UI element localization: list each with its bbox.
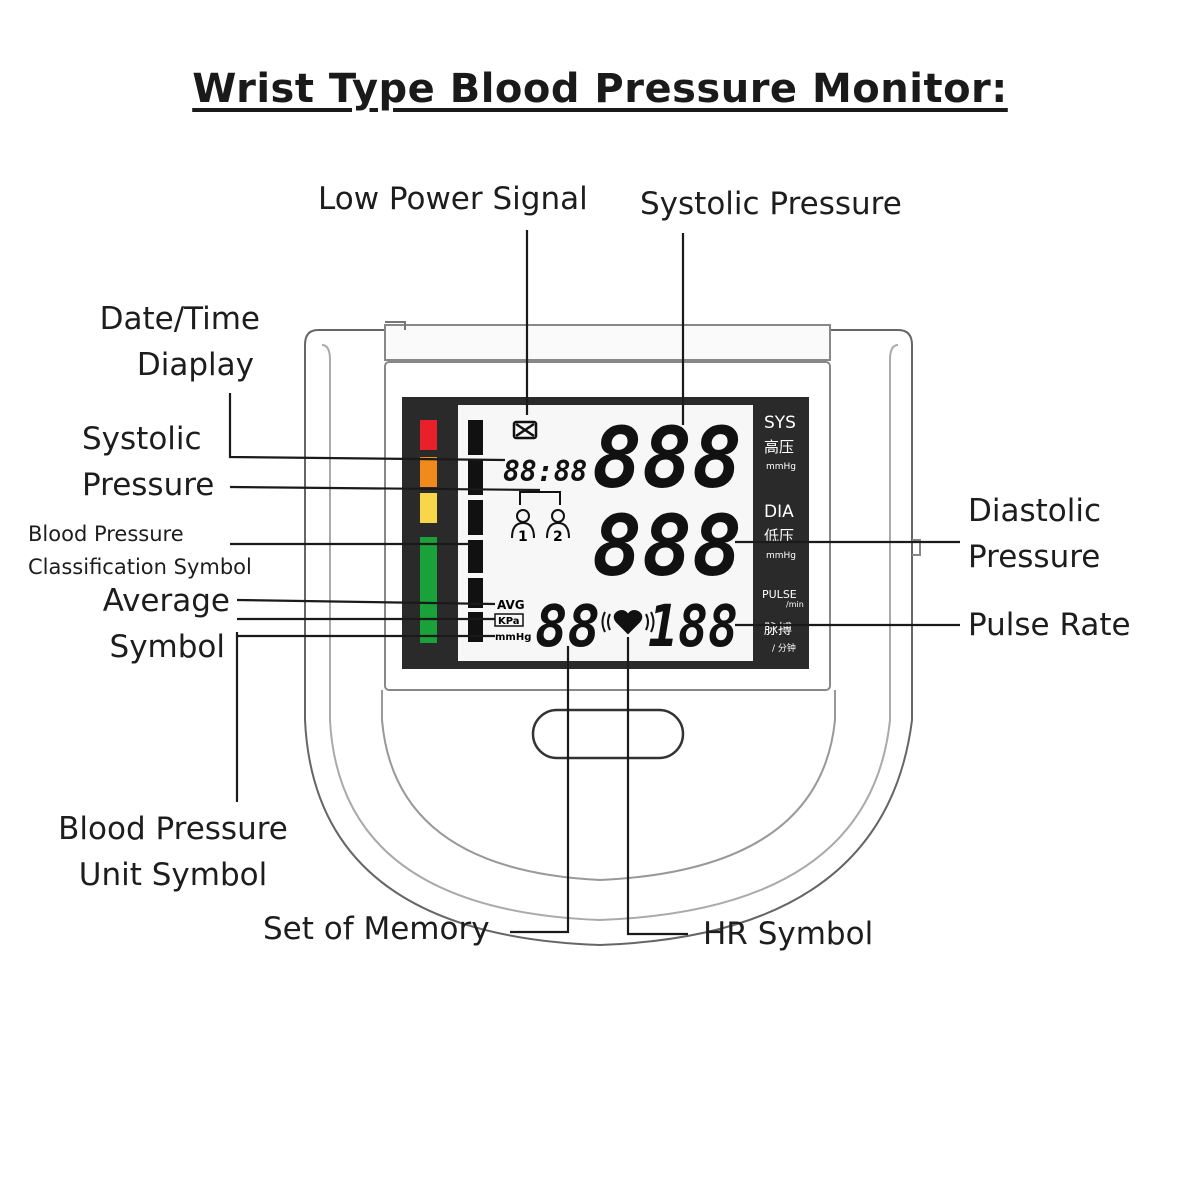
bar-green — [420, 537, 437, 643]
device-body — [304, 321, 921, 947]
avg-symbol: AVG — [497, 598, 525, 612]
main-button — [531, 708, 685, 760]
page-title: Wrist Type Blood Pressure Monitor: — [192, 66, 1008, 112]
label-classification: Blood Pressure Classification Symbol — [28, 522, 252, 579]
user1-label: 1 — [518, 529, 528, 545]
svg-text:mmHg: mmHg — [766, 462, 796, 472]
time-display: 88:88 — [503, 455, 587, 488]
label-date-time: Date/Time Diaplay — [99, 301, 260, 383]
svg-text:mmHg: mmHg — [766, 551, 796, 561]
bar-orange — [420, 457, 437, 487]
svg-text:SYS: SYS — [764, 413, 796, 433]
label-memory: Set of Memory — [263, 911, 490, 947]
label-pulse-rate: Pulse Rate — [968, 607, 1131, 643]
label-average: Average Symbol — [102, 583, 230, 665]
systolic-digits: 888 — [592, 409, 742, 507]
mmhg-symbol: mmHg — [495, 632, 531, 643]
lcd-screen — [458, 405, 753, 661]
svg-text:PULSE: PULSE — [762, 588, 797, 601]
line-date-time — [228, 393, 506, 462]
svg-text:/ 分钟: / 分钟 — [772, 642, 796, 654]
leader-lines — [228, 230, 960, 936]
lcd-side-labels: SYS 高压 mmHg DIA 低压 mmHg PULSE /min 脉搏 / … — [762, 413, 804, 654]
label-unit-symbol: Blood Pressure Unit Symbol — [58, 811, 288, 893]
user2-label: 2 — [553, 529, 563, 545]
label-diastolic: Diastolic Pressure — [968, 493, 1102, 575]
kpa-symbol: KPa — [498, 616, 520, 627]
svg-text:DIA: DIA — [764, 502, 794, 522]
line-hr — [626, 637, 688, 936]
user-icons — [511, 491, 570, 539]
bar-red — [420, 420, 437, 450]
bar-yellow — [420, 493, 437, 523]
heart-icon — [601, 610, 655, 635]
label-systolic-left: Systolic Pressure — [82, 421, 215, 503]
diastolic-digits: 888 — [592, 497, 742, 595]
line-memory — [510, 646, 570, 934]
svg-text:脉搏: 脉搏 — [764, 621, 792, 638]
svg-text:/min: /min — [786, 600, 804, 609]
classification-bars — [420, 420, 437, 643]
label-hr-symbol: HR Symbol — [703, 916, 874, 952]
svg-text:低压: 低压 — [764, 527, 794, 545]
label-low-power: Low Power Signal — [318, 181, 588, 217]
pulse-digits: 188 — [648, 592, 738, 660]
label-systolic-top: Systolic Pressure — [640, 186, 902, 222]
svg-text:高压: 高压 — [764, 438, 794, 456]
battery-icon — [512, 420, 538, 440]
line-systolic-left — [229, 485, 541, 492]
line-average — [236, 598, 496, 606]
